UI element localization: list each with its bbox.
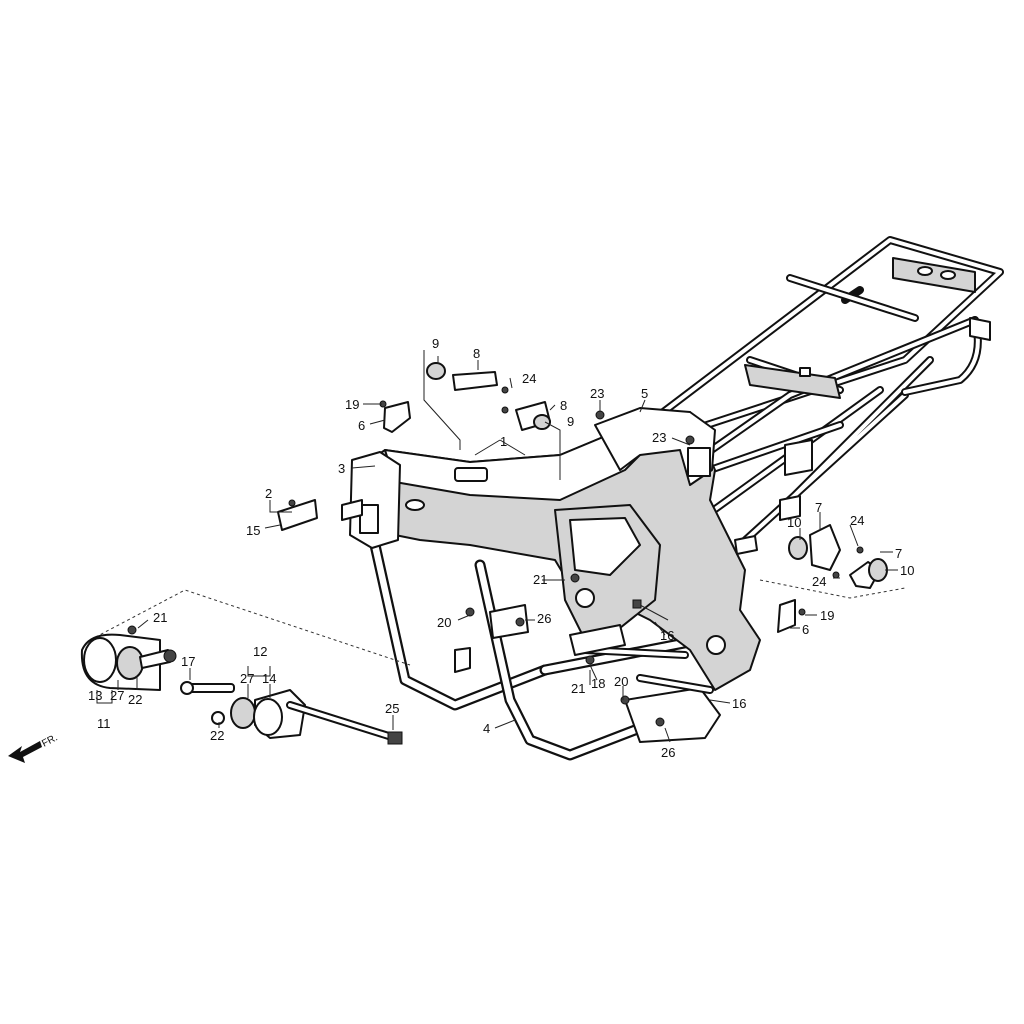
engine-mount-rear xyxy=(379,400,906,633)
callout-24-right: 24 xyxy=(850,513,864,528)
callout-24-lower: 24 xyxy=(812,574,826,589)
callout-7-lower: 7 xyxy=(895,546,902,561)
callout-11: 11 xyxy=(97,716,111,731)
callout-10-right: 10 xyxy=(900,563,914,578)
callout-6-upper: 6 xyxy=(358,418,365,433)
callout-17: 17 xyxy=(181,654,195,669)
callout-16-upper: 16 xyxy=(660,628,674,643)
callout-21-center: 21 xyxy=(533,572,547,587)
callout-19-lower: 19 xyxy=(820,608,834,623)
callout-1: 1 xyxy=(500,434,507,449)
callout-22-center: 22 xyxy=(210,728,224,743)
callout-26-lower: 26 xyxy=(661,745,675,760)
front-label: FR. xyxy=(40,732,59,749)
callout-26-center: 26 xyxy=(537,611,551,626)
callout-16-lower: 16 xyxy=(732,696,746,711)
callout-9-upper: 9 xyxy=(432,336,439,351)
callout-20-right: 20 xyxy=(614,674,628,689)
callout-13: 13 xyxy=(88,688,102,703)
callout-labels: 1 2 3 4 5 6 6 7 7 8 8 9 9 10 10 11 12 13… xyxy=(88,336,914,760)
callout-24-top: 24 xyxy=(522,371,536,386)
front-direction-indicator: FR. xyxy=(8,732,60,763)
callout-14: 14 xyxy=(262,671,276,686)
callout-22-left: 22 xyxy=(128,692,142,707)
callout-6-lower: 6 xyxy=(802,622,809,637)
callout-2: 2 xyxy=(265,486,272,501)
rear-bracket-plate xyxy=(892,257,976,293)
callout-8-upper: 8 xyxy=(473,346,480,361)
callout-18: 18 xyxy=(591,676,605,691)
callout-10-left: 10 xyxy=(787,515,801,530)
callout-23-upper: 23 xyxy=(590,386,604,401)
callout-4: 4 xyxy=(483,721,490,736)
callout-21-engine-mount: 21 xyxy=(153,610,167,625)
callout-23-lower: 23 xyxy=(652,430,666,445)
callout-7-upper: 7 xyxy=(815,500,822,515)
engine-mount-front xyxy=(80,589,411,745)
callout-27-left: 27 xyxy=(110,688,124,703)
main-frame xyxy=(341,407,761,761)
callout-3: 3 xyxy=(338,461,345,476)
callout-27-center: 27 xyxy=(240,671,254,686)
callout-20-left: 20 xyxy=(437,615,451,630)
callout-21-lower: 21 xyxy=(571,681,585,696)
callout-8-lower: 8 xyxy=(560,398,567,413)
callout-5: 5 xyxy=(641,386,648,401)
top-mount-parts xyxy=(277,362,695,727)
callout-9-lower: 9 xyxy=(567,414,574,429)
rear-subframe xyxy=(596,236,1004,549)
front-arrow-icon xyxy=(8,741,42,763)
callout-15: 15 xyxy=(246,523,260,538)
leader-lines xyxy=(96,350,898,743)
callout-12: 12 xyxy=(253,644,267,659)
callout-25: 25 xyxy=(385,701,399,716)
callout-19-upper: 19 xyxy=(345,397,359,412)
